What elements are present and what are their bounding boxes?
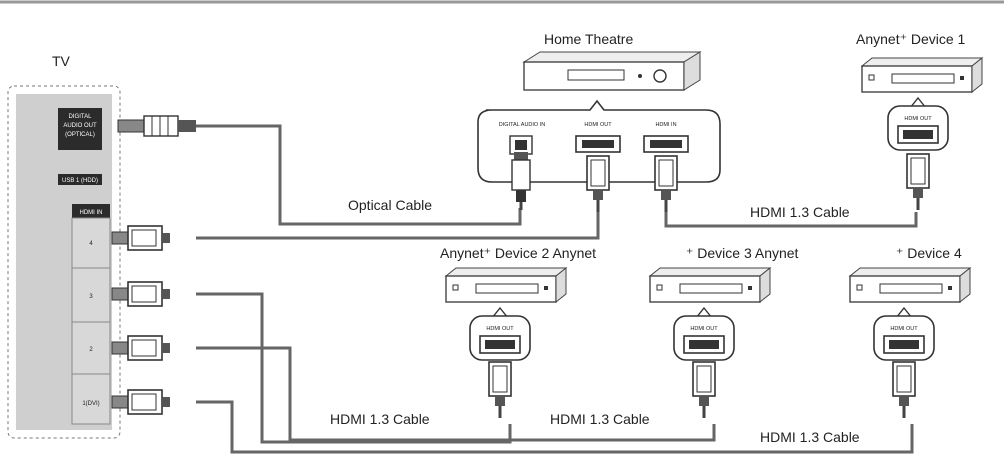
optical-plug-ht [511, 152, 531, 210]
hdmi-plug-device-2 [487, 360, 513, 420]
hdmi-cable-port-1 [196, 400, 914, 454]
device-4-port-label: HDMI OUT [890, 326, 918, 332]
hdmi-cable-label-4: HDMI 1.3 Cable [760, 429, 860, 445]
hdmi-cable-label-2: HDMI 1.3 Cable [330, 411, 430, 427]
device-3-label: ⁺ Device 3 Anynet [686, 245, 799, 261]
home-theatre-label: Home Theatre [544, 31, 633, 47]
device-2-port-panel [469, 315, 531, 361]
device-3-box [649, 267, 771, 303]
hdmi-plug-tv-2 [111, 335, 171, 361]
hdmi-cable-port-4 [196, 212, 600, 240]
tv-hdmi-port-1-dvi: 1(DVI) [82, 401, 99, 407]
hdmi-cable-label-3: HDMI 1.3 Cable [550, 411, 650, 427]
device-1-box [861, 57, 983, 93]
device-2-box [445, 267, 567, 303]
hdmi-plug-ht-in [653, 154, 679, 214]
tv-hdmi-in-label: HDMI IN [80, 210, 103, 216]
hdmi-cable-device-1 [664, 212, 918, 228]
tv-usb-port [58, 174, 102, 185]
ht-hdmi-in-label: HDMI IN [655, 122, 676, 128]
hdmi-cable-port-3 [196, 292, 512, 444]
tv-hdmi-port-2: 2 [89, 347, 93, 353]
tv-digital-audio-out [58, 108, 102, 150]
device-2-port-label: HDMI OUT [486, 326, 514, 332]
tv-hdmi-in-header [72, 204, 110, 218]
tv-label: TV [52, 53, 71, 69]
tv-usb-label: USB 1 (HDD) [62, 178, 98, 184]
hdmi-cable-label-1: HDMI 1.3 Cable [750, 204, 850, 220]
hdmi-plug-device-1 [905, 152, 931, 212]
device-3-port-label: HDMI OUT [690, 326, 718, 332]
hdmi-plug-tv-4 [111, 225, 171, 251]
tv-digital-audio-line-3: (OPTICAL) [65, 132, 95, 138]
tv-hdmi-port-4: 4 [89, 241, 93, 247]
tv-digital-audio-line-1: DIGITAL [69, 114, 93, 120]
device-1-port-panel [887, 105, 949, 151]
optical-cable-label: Optical Cable [348, 197, 432, 213]
hdmi-cable-port-2 [196, 346, 716, 442]
device-4-box [849, 267, 971, 303]
device-2-label: Anynet⁺ Device 2 Anynet [440, 245, 596, 261]
device-1-port-label: HDMI OUT [904, 116, 932, 122]
tv-digital-audio-line-2: AUDIO OUT [63, 123, 97, 129]
device-3-port-panel [673, 315, 735, 361]
optical-plug-tv [117, 115, 196, 137]
hdmi-plug-tv-1 [111, 389, 171, 415]
optical-cable [194, 124, 522, 226]
device-4-port-panel [873, 315, 935, 361]
ht-digital-audio-in-label: DIGITAL AUDIO IN [499, 122, 545, 128]
ht-hdmi-out-label: HDMI OUT [584, 122, 612, 128]
home-theatre-unit [522, 51, 702, 91]
hdmi-plug-device-3 [691, 360, 717, 420]
hdmi-plug-device-4 [891, 360, 917, 420]
tv-hdmi-port-3: 3 [89, 294, 93, 300]
device-1-label: Anynet⁺ Device 1 [856, 31, 966, 47]
tv-outline [7, 85, 121, 439]
hdmi-plug-tv-3 [111, 281, 171, 307]
device-4-label: ⁺ Device 4 [896, 245, 962, 261]
tv-hdmi-column [71, 217, 111, 425]
hdmi-plug-ht-out [585, 154, 611, 214]
